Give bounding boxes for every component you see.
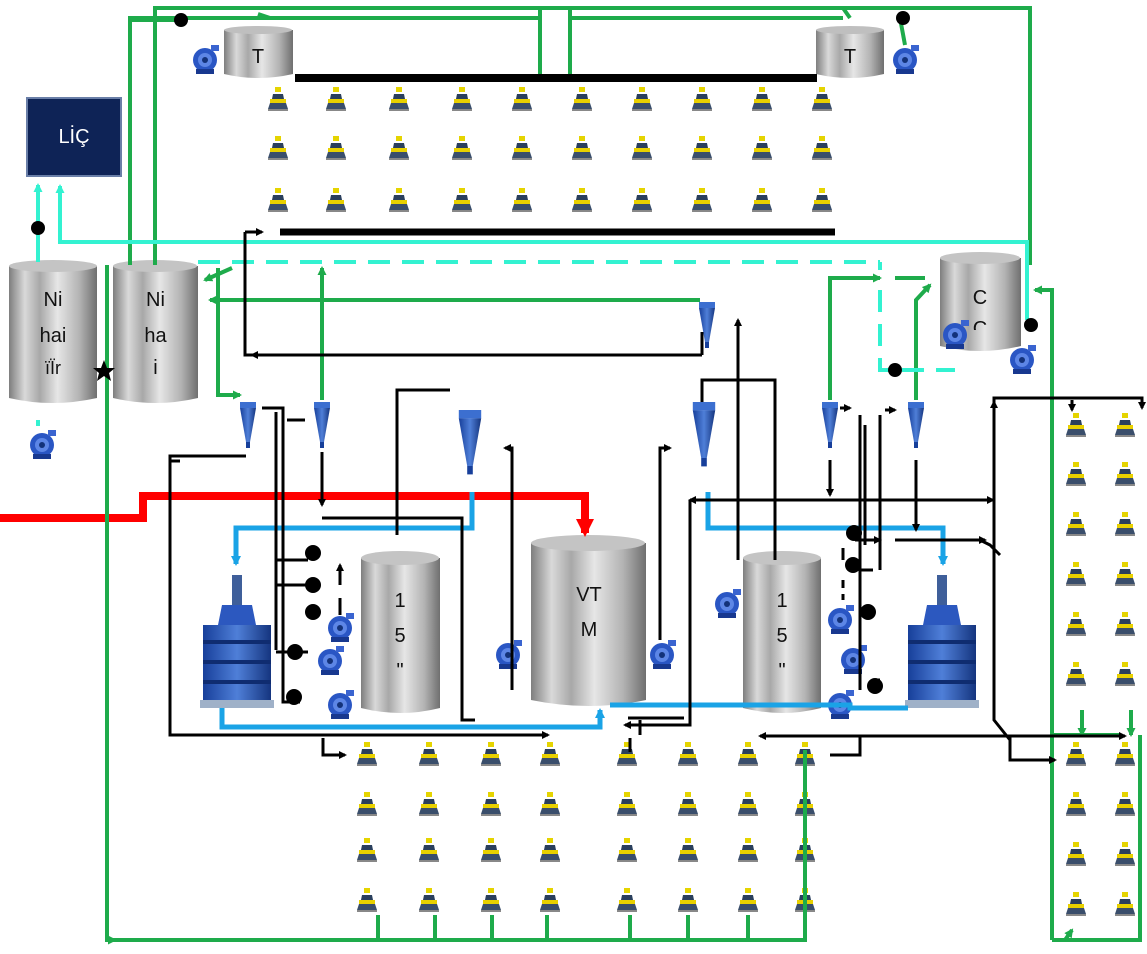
- lic-label: LİÇ: [58, 126, 89, 149]
- tank-15-right: [743, 551, 821, 713]
- tank-nihai-left: [9, 260, 97, 403]
- tank-15-left: [361, 551, 440, 713]
- tank-top-left: [224, 26, 293, 78]
- tank-vtm: [531, 535, 646, 706]
- vertical-mill-right: [905, 575, 979, 708]
- flotation-bank-right: [1066, 413, 1135, 916]
- vertical-mill-left: [200, 575, 274, 708]
- lic-box: LİÇ: [26, 97, 122, 177]
- cyclone-group: [240, 302, 924, 474]
- flotation-bank-top: [268, 87, 832, 212]
- flotation-bank-bottom: [357, 742, 815, 912]
- tank-top-right: [816, 26, 884, 78]
- tank-nihai-right: [113, 260, 198, 403]
